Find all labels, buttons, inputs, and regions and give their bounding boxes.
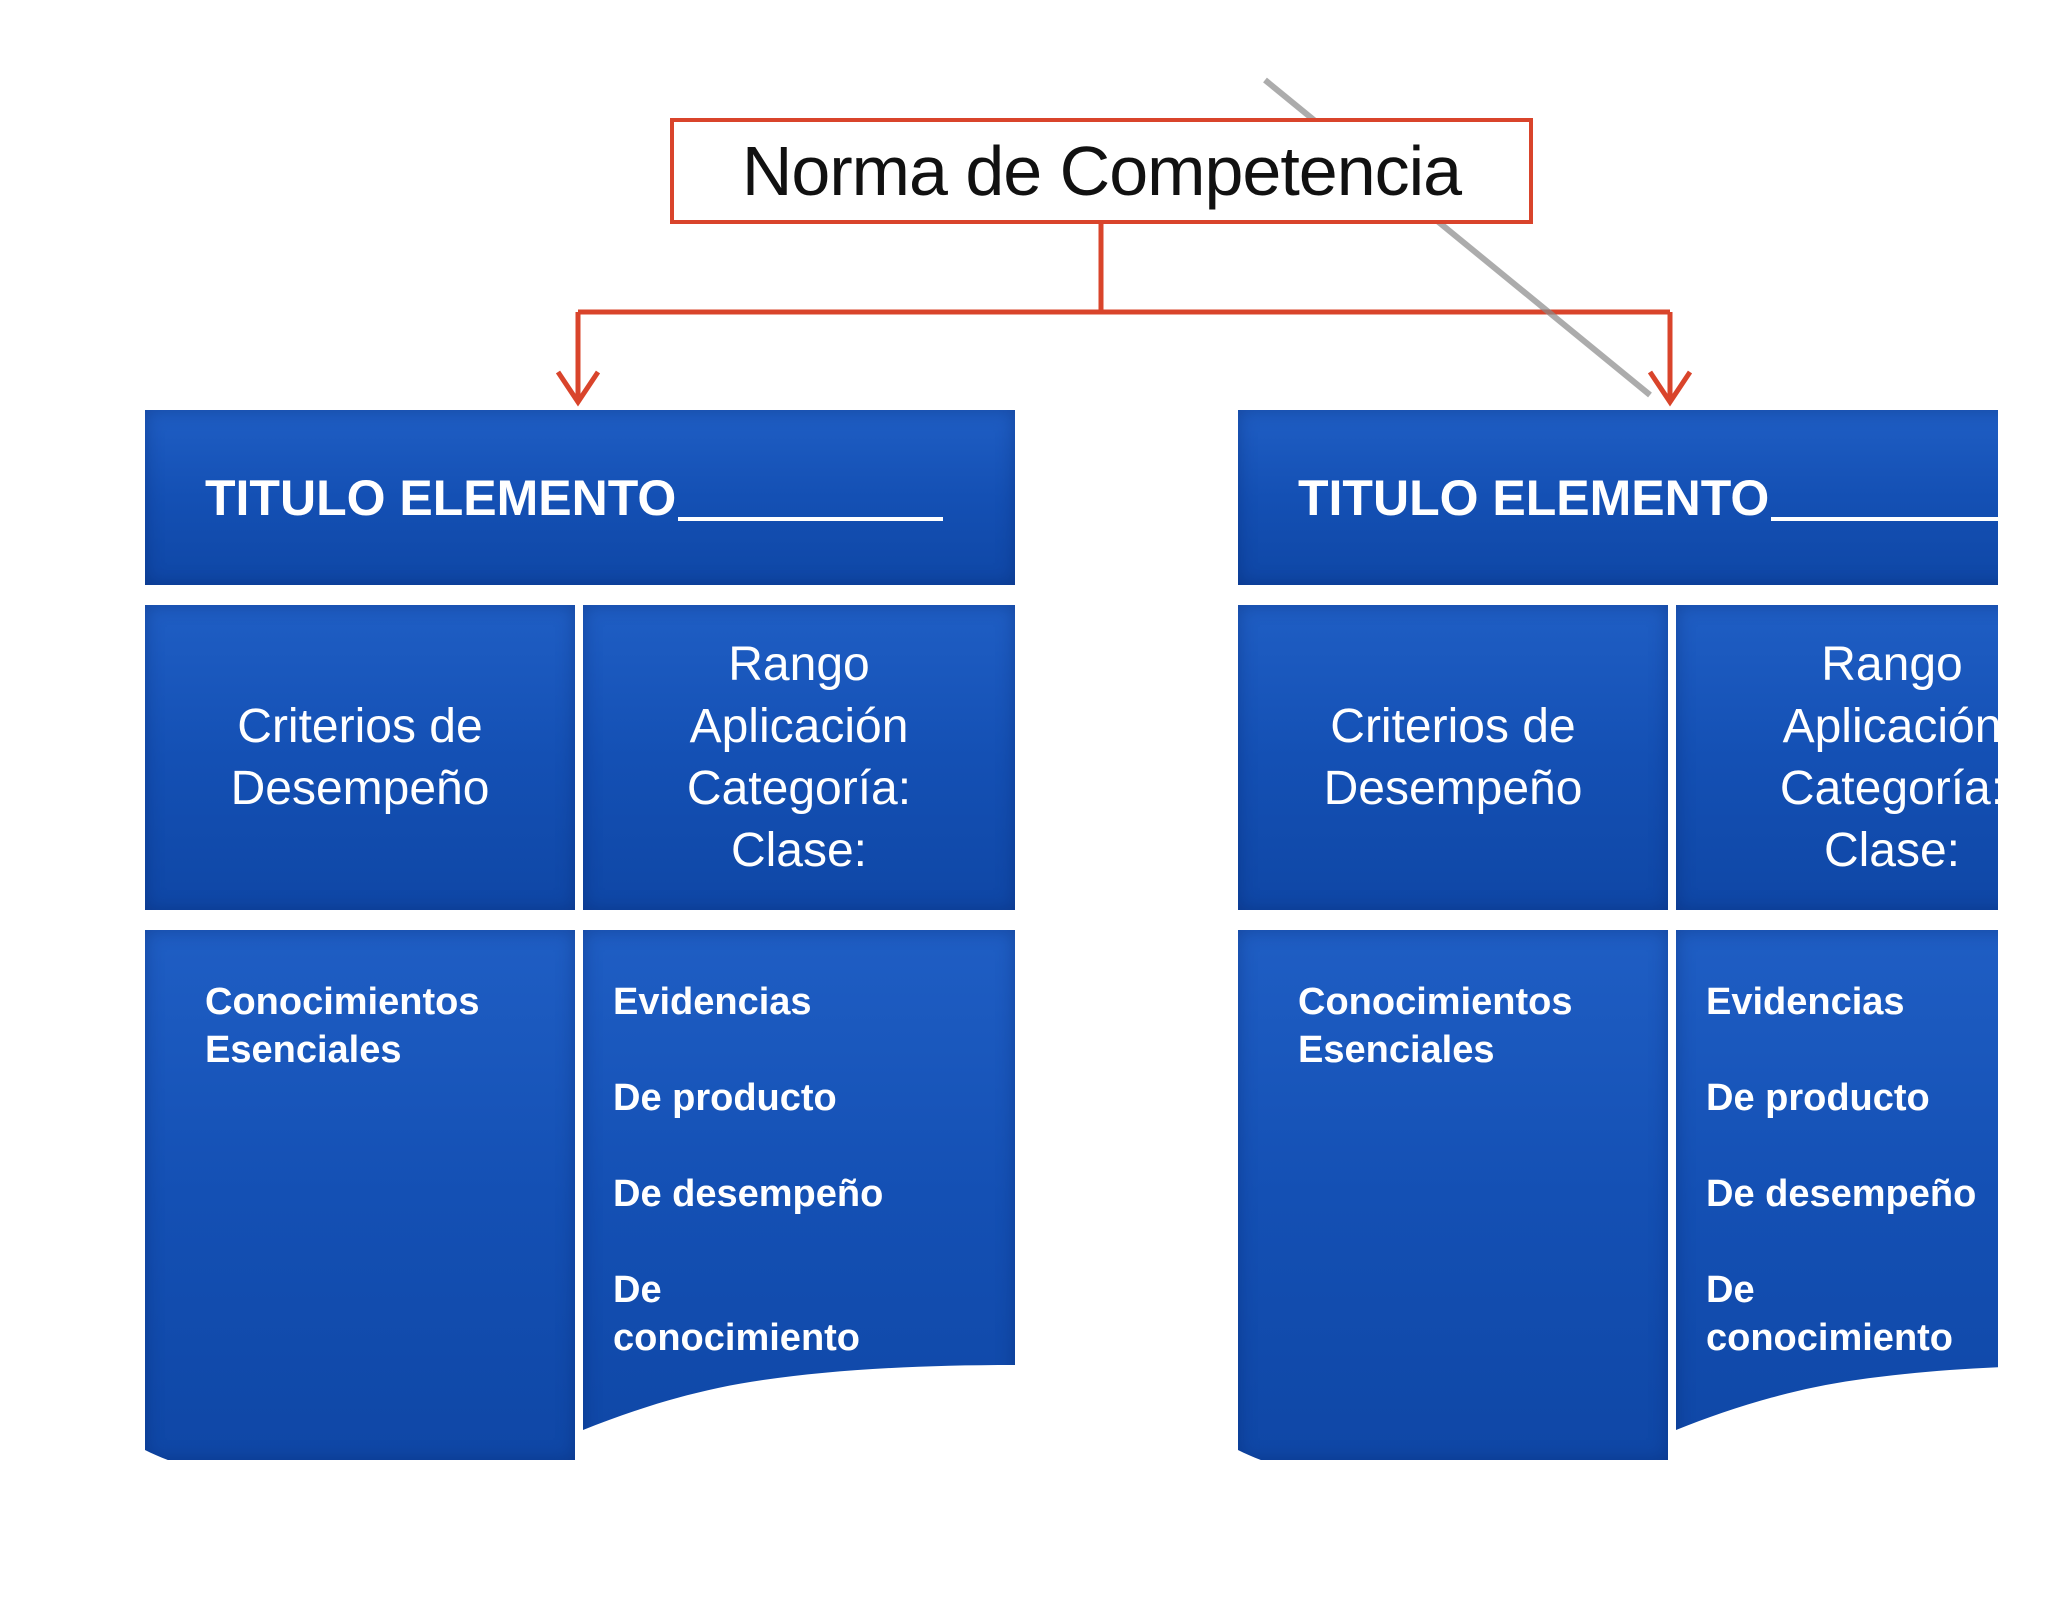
evidence-product: De producto	[613, 1077, 837, 1119]
knowledge-line: Esenciales	[205, 1029, 402, 1071]
element-title: TITULO ELEMENTO	[1298, 469, 1770, 526]
knowledge-line: Conocimientos	[205, 981, 480, 1023]
evidence-performance: De desempeño	[1706, 1173, 1977, 1215]
knowledge-line: Conocimientos	[1298, 981, 1573, 1023]
element-title-bar: TITULO ELEMENTO	[1238, 410, 1998, 585]
range-line: Categoría:	[1779, 761, 1998, 815]
arrowhead-left	[555, 370, 601, 407]
evidence-knowledge-line: De	[1706, 1269, 1755, 1311]
element-title: TITULO ELEMENTO	[205, 469, 677, 526]
element-panel-left: TITULO ELEMENTO Criterios de Desempeño R…	[145, 410, 1015, 1460]
evidence-heading: Evidencias	[613, 981, 812, 1023]
root-label: Norma de Competencia	[741, 132, 1462, 210]
knowledge-cell: Conocimientos Esenciales	[145, 930, 575, 1460]
evidence-cell: Evidencias De producto De desempeño De c…	[1676, 930, 1998, 1460]
element-panel-right: TITULO ELEMENTO Criterios de Desempeño R…	[1238, 410, 1998, 1460]
range-line: Clase:	[730, 823, 868, 877]
range-cell: Rango Aplicación Categoría: Clase:	[1676, 605, 1998, 910]
element-title-bar: TITULO ELEMENTO	[145, 410, 1015, 585]
evidence-knowledge-line: conocimiento	[613, 1317, 861, 1359]
evidence-knowledge-line: De	[613, 1269, 662, 1311]
root-norma-box: Norma de Competencia	[670, 118, 1533, 224]
range-line: Clase:	[1823, 823, 1961, 877]
title-blank-line	[678, 475, 944, 521]
evidence-product: De producto	[1706, 1077, 1930, 1119]
range-line: Aplicación	[689, 699, 909, 753]
title-blank-line	[1771, 475, 1998, 521]
evidence-cell: Evidencias De producto De desempeño De c…	[583, 930, 1015, 1460]
criteria-line: Desempeño	[230, 761, 490, 815]
arrowhead-right	[1647, 370, 1693, 407]
evidence-performance: De desempeño	[613, 1173, 884, 1215]
criteria-line: Criterios de	[237, 699, 483, 753]
range-line: Rango	[1821, 637, 1963, 691]
range-line: Aplicación	[1782, 699, 1998, 753]
range-cell: Rango Aplicación Categoría: Clase:	[583, 605, 1015, 910]
criteria-cell: Criterios de Desempeño	[145, 605, 575, 910]
knowledge-line: Esenciales	[1298, 1029, 1495, 1071]
range-line: Categoría:	[686, 761, 912, 815]
range-line: Rango	[728, 637, 870, 691]
criteria-cell: Criterios de Desempeño	[1238, 605, 1668, 910]
evidence-knowledge-line: conocimiento	[1706, 1317, 1954, 1359]
criteria-line: Criterios de	[1330, 699, 1576, 753]
knowledge-cell: Conocimientos Esenciales	[1238, 930, 1668, 1460]
criteria-line: Desempeño	[1323, 761, 1583, 815]
evidence-heading: Evidencias	[1706, 981, 1905, 1023]
